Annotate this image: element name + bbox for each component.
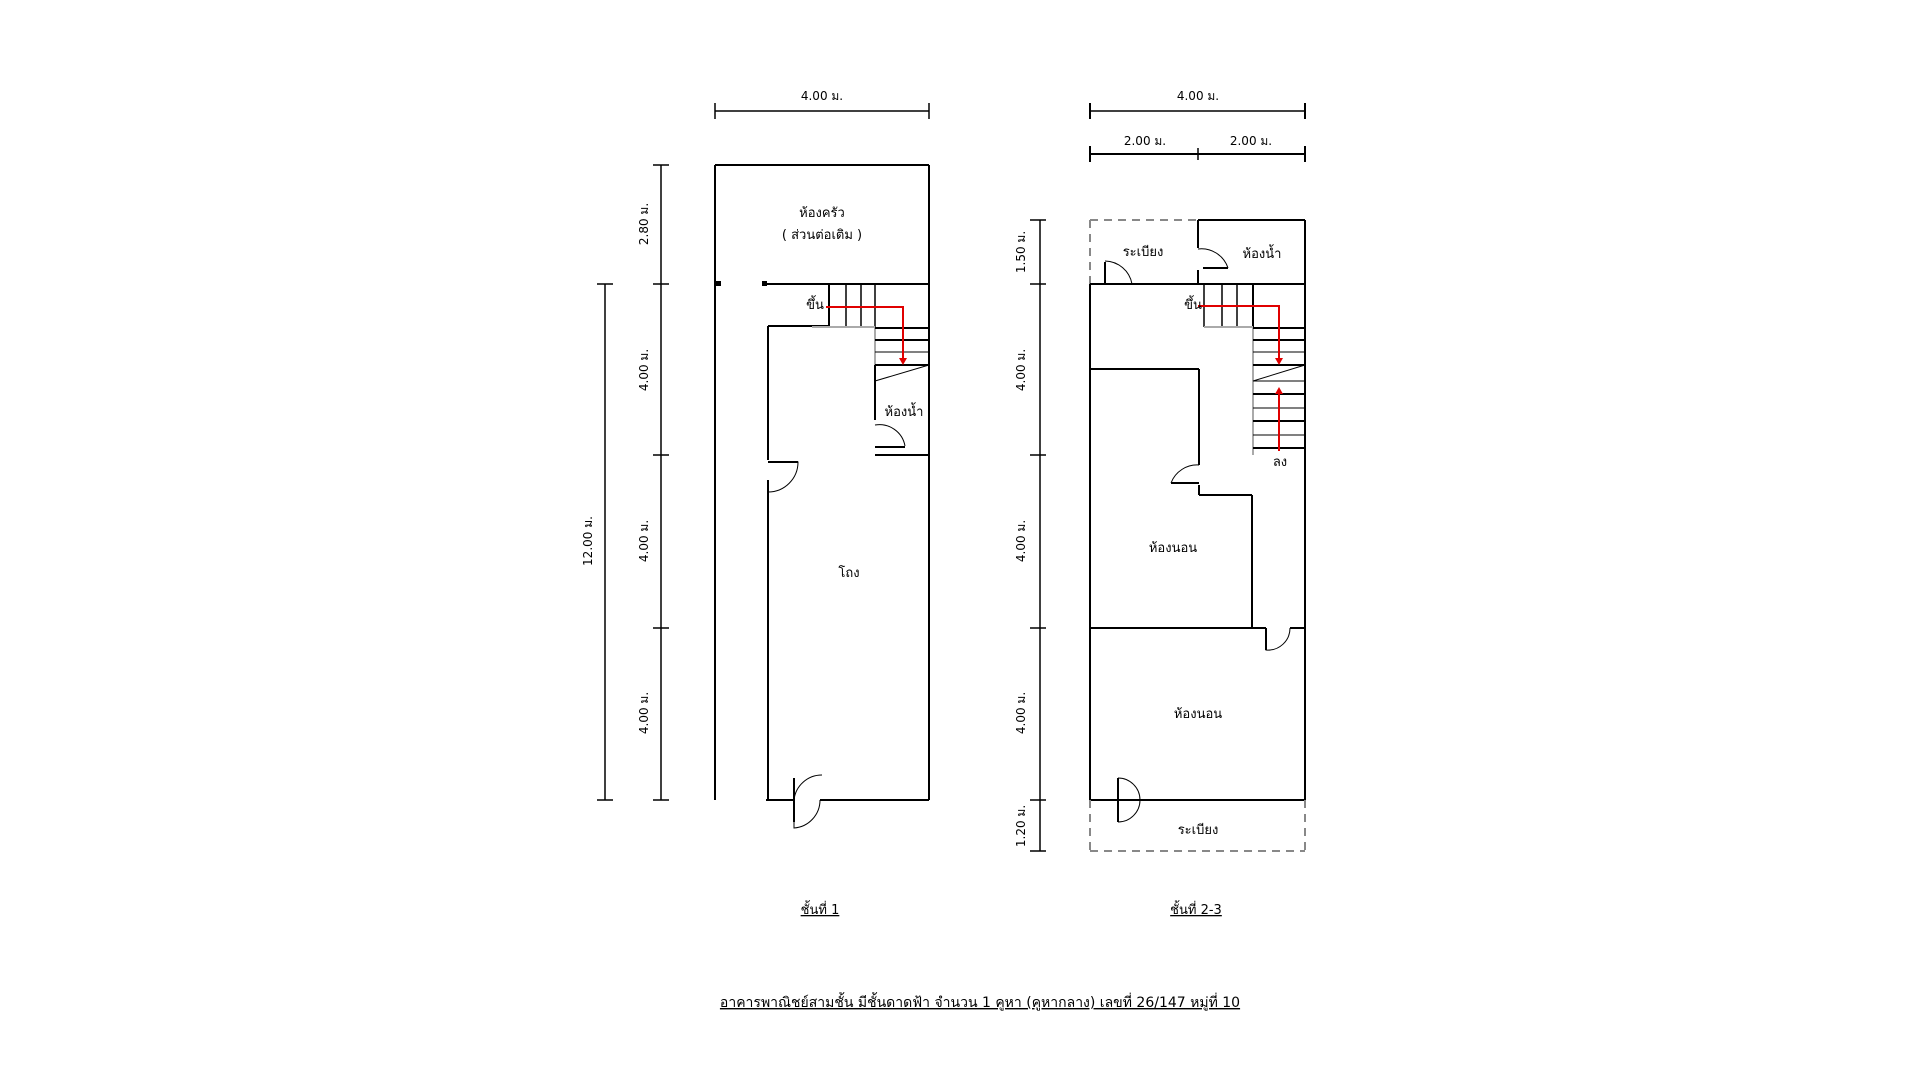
dimension-label: 4.00 ม. — [801, 89, 843, 103]
floor-1-vertical-dimensions: 2.80 ม. 4.00 ม. 4.00 ม. 4.00 ม. 12.00 ม. — [581, 164, 669, 801]
floor-2-3-walls — [1089, 219, 1306, 852]
stair-up-arrow — [1198, 305, 1280, 362]
room-note-extension: ( ส่วนต่อเติม ) — [782, 228, 862, 243]
stair-down-label: ลง — [1273, 455, 1287, 470]
dimension-label: 4.00 ม. — [1014, 349, 1028, 391]
dimension-label: 2.80 ม. — [637, 203, 651, 245]
room-label-bedroom-1: ห้องนอน — [1149, 541, 1197, 556]
dimension-label: 4.00 ม. — [637, 692, 651, 734]
room-label-hall: โถง — [838, 565, 859, 581]
floor-2-3-plan: 4.00 ม. 2.00 ม. 2.00 ม. 1.50 ม. 4.00 ม. … — [1014, 89, 1306, 918]
dimension-label: 4.00 ม. — [637, 520, 651, 562]
dimension-label: 4.00 ม. — [1177, 89, 1219, 103]
room-label-bathroom: ห้องน้ำ — [885, 402, 924, 420]
room-label-bathroom: ห้องน้ำ — [1243, 244, 1282, 262]
dimension-label: 2.00 ม. — [1124, 134, 1166, 148]
dimension-label: 1.50 ม. — [1014, 231, 1028, 273]
dimension-label: 4.00 ม. — [637, 349, 651, 391]
dimension-label: 1.20 ม. — [1014, 805, 1028, 847]
floor-2-3-caption: ชั้นที่ 2-3 — [1170, 900, 1222, 918]
stair-up-label: ขึ้น — [1184, 295, 1202, 313]
floor-1-walls — [714, 164, 930, 829]
stair-up-label: ขึ้น — [806, 295, 824, 313]
floor-1-caption: ชั้นที่ 1 — [801, 900, 840, 918]
room-label-bedroom-2: ห้องนอน — [1174, 707, 1222, 722]
floor-1-plan: 4.00 ม. 2.80 ม. 4.00 ม. 4.00 ม. 4.00 ม. … — [581, 89, 930, 918]
dimension-label: 4.00 ม. — [1014, 692, 1028, 734]
floor-2-3-width-dimensions: 4.00 ม. 2.00 ม. 2.00 ม. — [1089, 89, 1306, 162]
floor-2-3-staircase: ขึ้น ลง — [1184, 284, 1306, 470]
floor-2-3-vertical-dimensions: 1.50 ม. 4.00 ม. 4.00 ม. 4.00 ม. 1.20 ม. — [1014, 219, 1046, 852]
floor-1-staircase: ขึ้น — [806, 284, 930, 382]
dimension-label: 12.00 ม. — [581, 516, 595, 566]
dimension-label: 4.00 ม. — [1014, 520, 1028, 562]
drawing-title: อาคารพาณิชย์สามชั้น มีชั้นดาดฟ้า จำนวน 1… — [720, 992, 1240, 1011]
floor-1-width-dimension: 4.00 ม. — [714, 89, 930, 119]
room-label-kitchen: ห้องครัว — [799, 206, 845, 221]
dimension-label: 2.00 ม. — [1230, 134, 1272, 148]
stair-direction-arrow — [826, 306, 904, 362]
room-label-rear-balcony: ระเบียง — [1123, 244, 1164, 260]
room-label-front-balcony: ระเบียง — [1178, 822, 1219, 838]
